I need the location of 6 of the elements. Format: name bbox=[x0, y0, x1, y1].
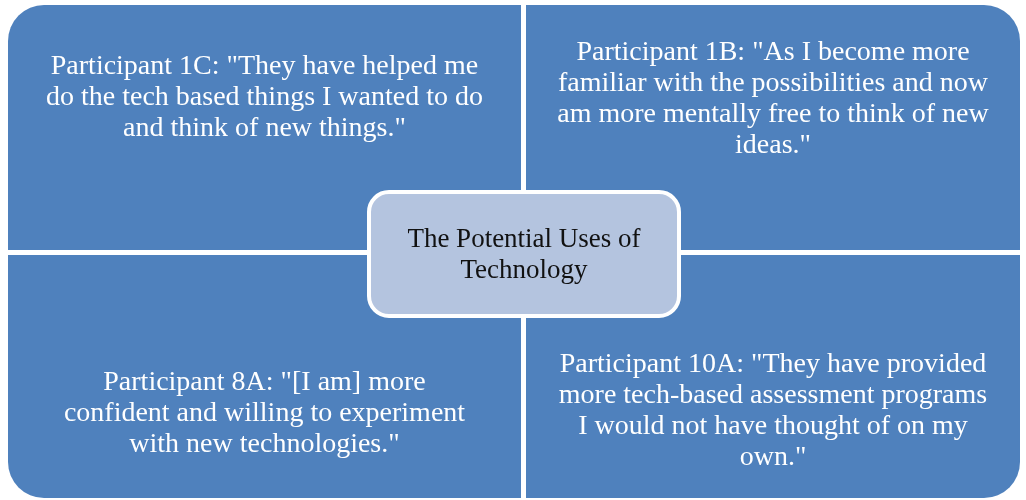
quote-text: Participant 1C: "They have helped me do the tech based things I wanted to do and think of new things." bbox=[45, 49, 484, 142]
center-box bbox=[367, 190, 681, 318]
quote-text: Participant 8A: "[I am] more confident and willing to experiment with new technologies." bbox=[62, 365, 467, 458]
quote-text: Participant 1B: "As I become more familiar with the possibilities and now am more mentally free to think of new ideas." bbox=[556, 35, 990, 159]
center-title: The Potential Uses of Technology bbox=[406, 223, 642, 285]
quote-text: Participant 10A: "They have provided more tech-based assessment programs I would not have thought of on my own." bbox=[558, 347, 988, 471]
